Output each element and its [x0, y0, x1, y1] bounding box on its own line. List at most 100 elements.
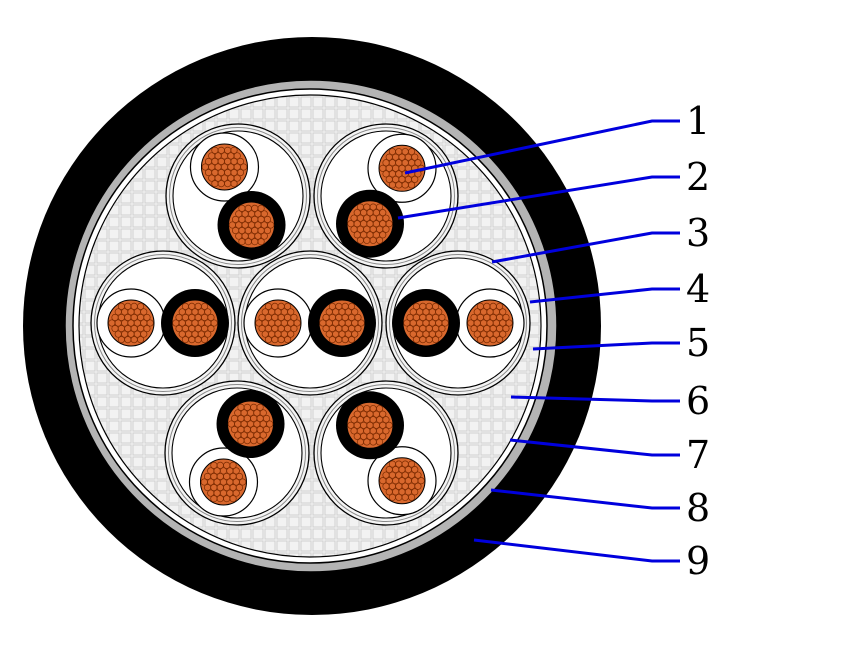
- conductor-strand: [441, 319, 449, 327]
- conductor-strand: [229, 461, 237, 469]
- conductor-strand: [438, 313, 446, 321]
- conductor-strand: [229, 495, 237, 503]
- callout-leader-7: [509, 438, 680, 457]
- conductor-strand: [357, 319, 365, 327]
- callout-label-8: 8: [686, 486, 710, 530]
- conductor-strand: [438, 325, 446, 333]
- conductor-strand: [233, 152, 241, 160]
- callout-label-4: 4: [686, 267, 710, 311]
- conductor-strand: [376, 236, 384, 244]
- conductor-strand: [293, 319, 301, 327]
- conductor-strand: [137, 302, 145, 310]
- conductor-strand: [382, 416, 390, 424]
- conductor-strand: [348, 336, 356, 344]
- conductor-strand: [235, 484, 243, 492]
- conductor-strand: [235, 472, 243, 480]
- conductor-strand: [260, 210, 268, 218]
- conductor-strand: [256, 403, 264, 411]
- callout-leader-6: [510, 395, 680, 403]
- callout-label-6: 6: [686, 379, 710, 423]
- conductor-strand: [290, 325, 298, 333]
- conductor-strand: [236, 169, 244, 177]
- conductor-strand: [262, 426, 271, 434]
- pair-shield-ring: [317, 127, 455, 265]
- conductor-strand: [287, 308, 295, 316]
- copper-conductor: [402, 299, 450, 347]
- conductor-strand: [411, 488, 419, 496]
- conductor-strand: [385, 421, 393, 429]
- conductor-strand: [230, 146, 238, 154]
- conductor-strand: [382, 427, 390, 435]
- conductor-strand: [414, 159, 422, 167]
- copper-conductor: [171, 299, 219, 347]
- conductor-strand: [351, 330, 359, 338]
- conductor-strand: [263, 215, 272, 223]
- copper-conductor: [466, 299, 514, 347]
- callout-label-9: 9: [686, 539, 710, 583]
- shielded-pairs: [90, 123, 531, 526]
- conductor-strand: [256, 437, 264, 445]
- callout-leader-4: [529, 287, 680, 304]
- callout-leader-3: [491, 231, 680, 264]
- conductor-strand: [379, 410, 387, 418]
- conductor-strand: [284, 336, 292, 344]
- shielded-pair: [385, 250, 531, 396]
- shielded-pair: [164, 380, 310, 526]
- callout-leader-8: [490, 488, 680, 510]
- callout-label-5: 5: [686, 321, 710, 365]
- conductor-strand: [408, 493, 416, 501]
- pair-shield-ring: [241, 254, 379, 392]
- shielded-pair: [165, 123, 311, 269]
- conductor-strand: [499, 308, 507, 316]
- conductor-strand: [204, 330, 212, 338]
- conductor-strand: [267, 221, 275, 229]
- shielded-pair: [313, 123, 459, 269]
- conductor-strand: [262, 414, 271, 422]
- conductor-strand: [414, 482, 422, 490]
- conductor-strand: [232, 489, 240, 497]
- conductor-strand: [414, 471, 422, 479]
- pair-shield-ring: [94, 254, 232, 392]
- conductor-strand: [385, 220, 393, 228]
- conductor-strand: [408, 460, 416, 468]
- conductor-strand: [236, 157, 244, 165]
- shielded-pair: [90, 250, 236, 396]
- copper-conductor: [346, 401, 394, 449]
- callout-leader-9: [473, 538, 680, 563]
- conductor-strand: [263, 227, 272, 235]
- conductor-strand: [140, 330, 148, 338]
- conductor-strand: [284, 302, 292, 310]
- conductor-strand: [351, 308, 359, 316]
- conductor-strand: [204, 308, 212, 316]
- conductor-strand: [417, 477, 425, 485]
- conductor-strand: [496, 336, 504, 344]
- conductor-strand: [505, 319, 513, 327]
- conductor-strand: [287, 330, 295, 338]
- conductor-strand: [207, 313, 215, 321]
- conductor-strand: [354, 313, 362, 321]
- shielded-pair: [237, 250, 383, 396]
- callout-leader-1: [404, 119, 680, 175]
- copper-conductor: [378, 457, 426, 505]
- conductor-strand: [201, 302, 209, 310]
- conductor-strand: [354, 325, 362, 333]
- conductor-strand: [230, 180, 238, 188]
- conductor-strand: [379, 209, 387, 217]
- callout-leader-5: [532, 341, 680, 351]
- pair-shield-ring: [389, 254, 527, 392]
- conductor-strand: [259, 431, 267, 439]
- copper-conductor: [199, 458, 247, 506]
- conductor-strand: [432, 302, 440, 310]
- conductor-strand: [259, 409, 267, 417]
- conductor-strand: [257, 204, 265, 212]
- conductor-strand: [435, 308, 443, 316]
- callout-label-7: 7: [686, 433, 710, 477]
- pair-shield-ring: [317, 384, 455, 522]
- conductor-strand: [201, 336, 209, 344]
- conductor-strand: [379, 432, 387, 440]
- conductor-strand: [376, 405, 384, 413]
- pair-shield-ring: [168, 384, 306, 522]
- conductor-strand: [502, 325, 510, 333]
- copper-conductor: [318, 299, 366, 347]
